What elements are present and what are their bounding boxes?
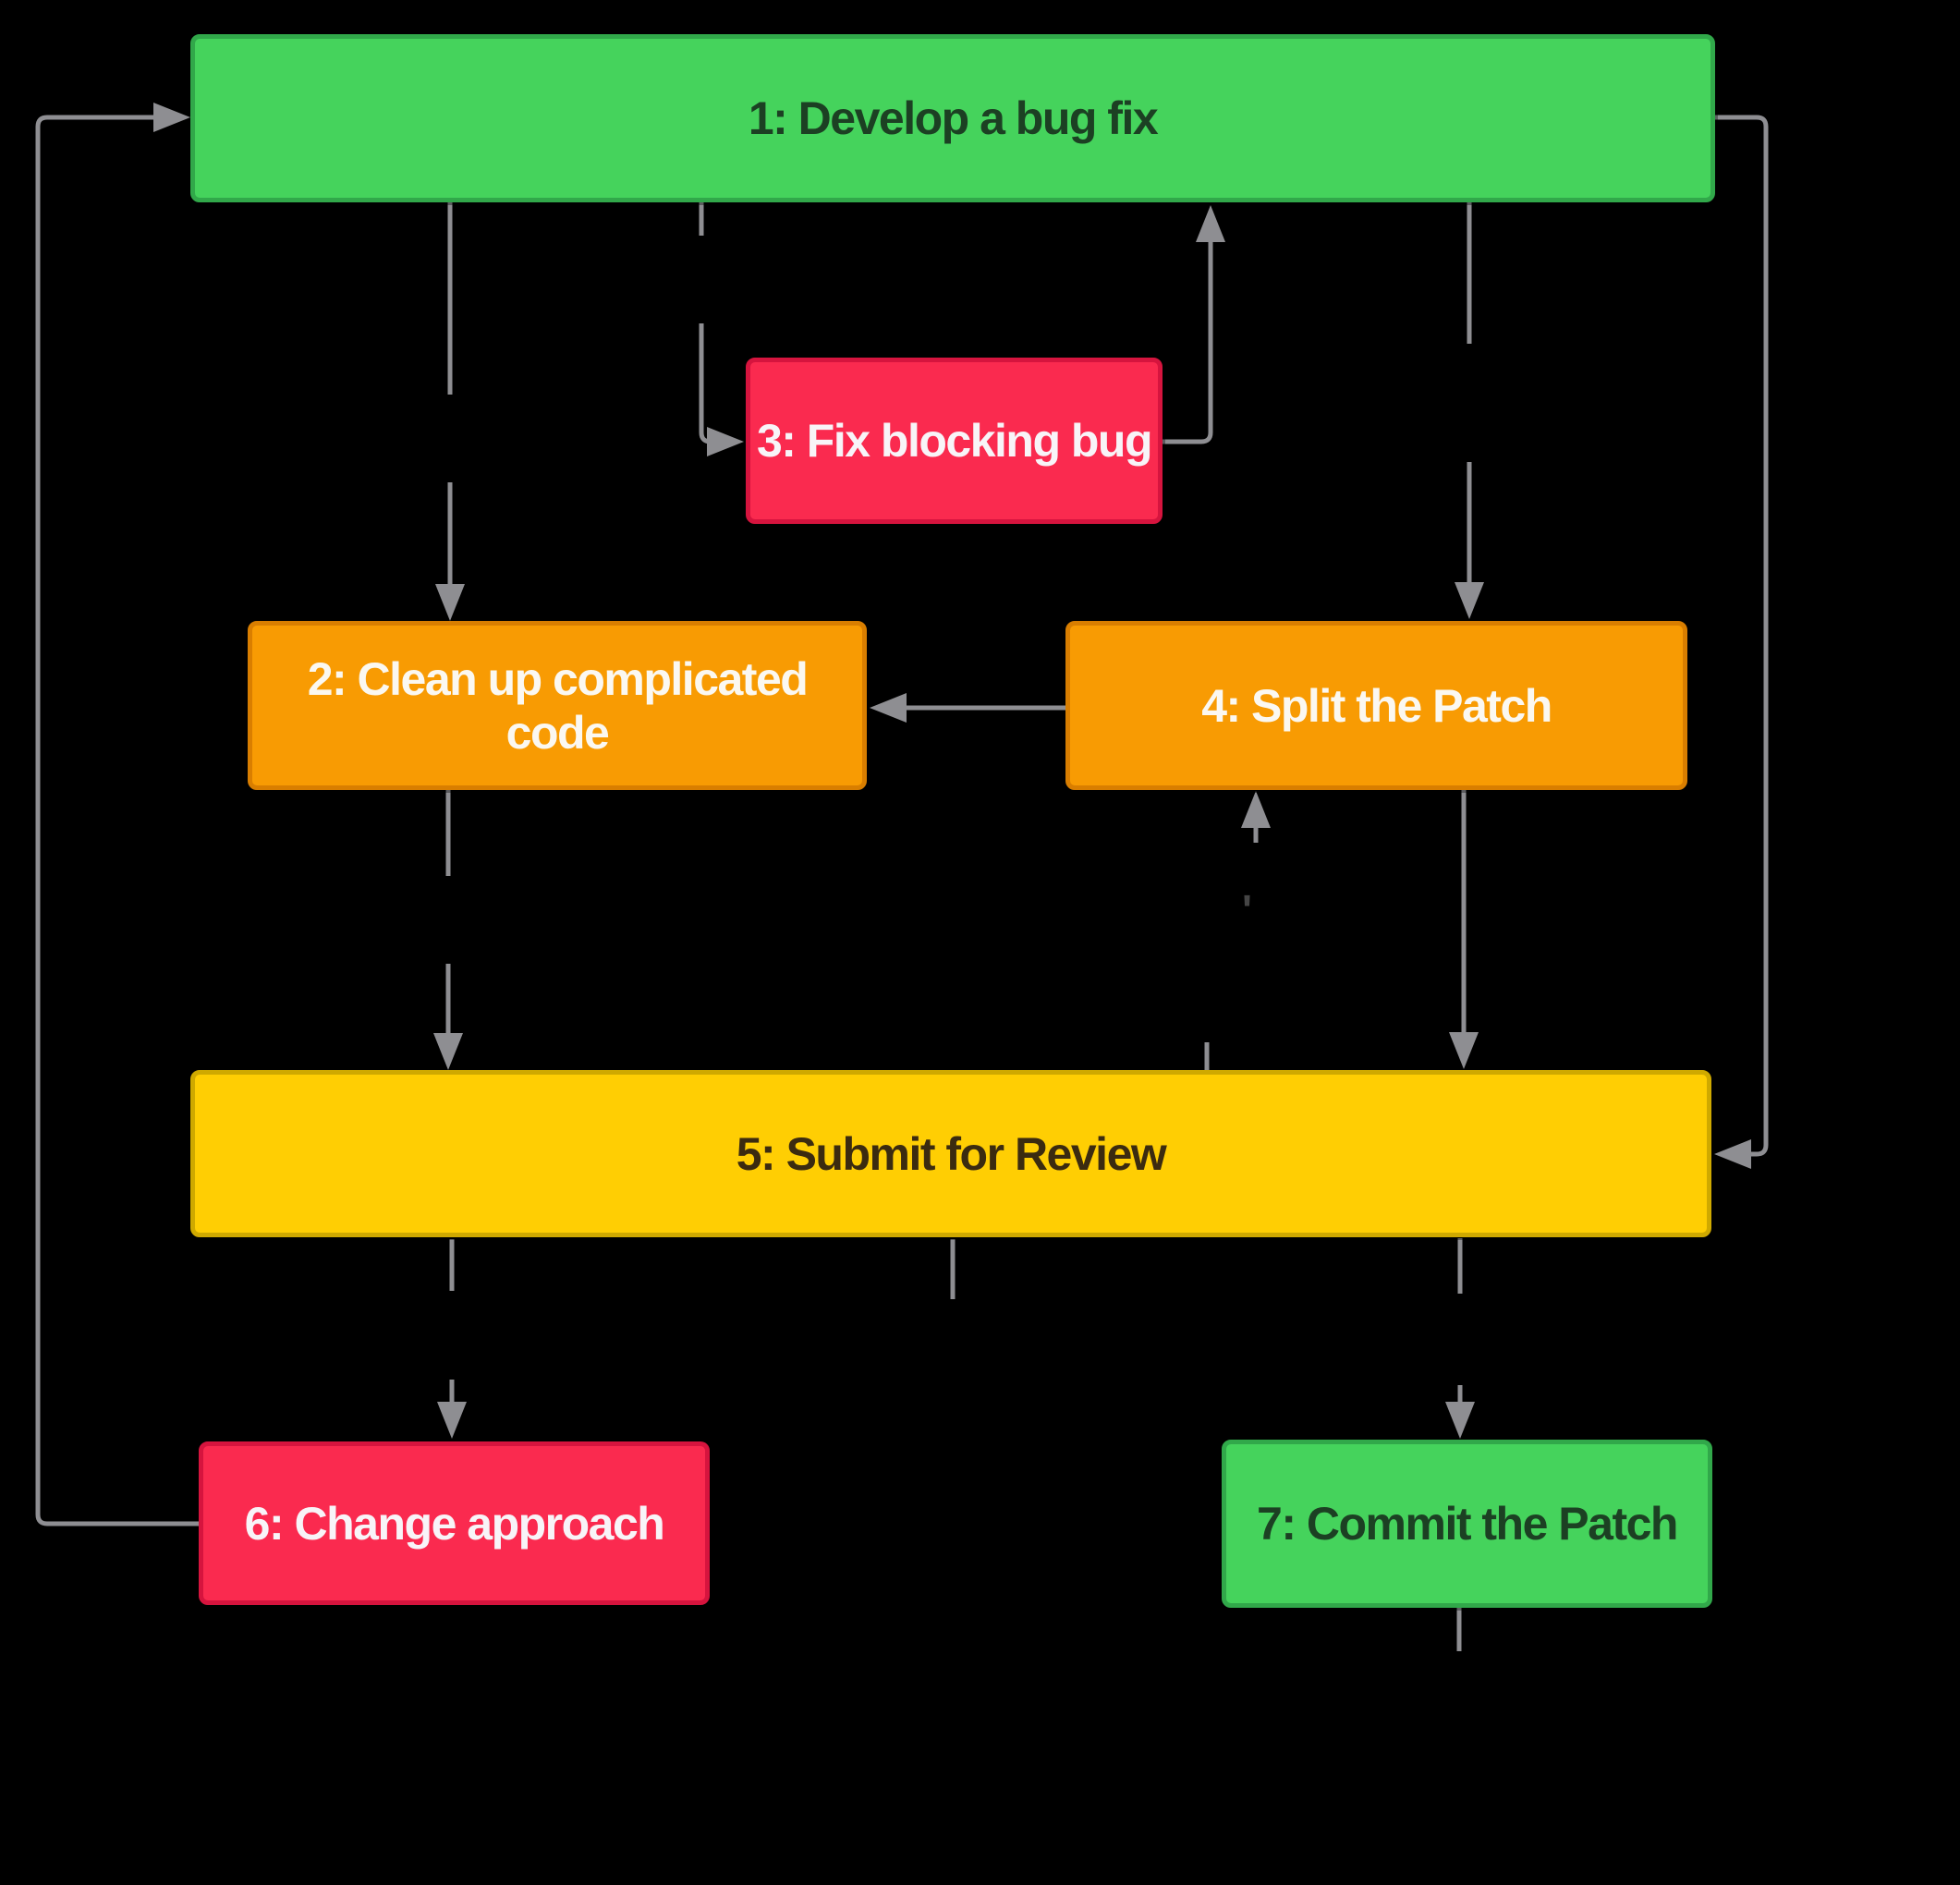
arrowhead (1714, 1139, 1751, 1169)
node-5-submit-for-review: 5: Submit for Review (190, 1070, 1711, 1237)
node-6-change-approach: 6: Change approach (199, 1441, 710, 1605)
node-label: 2: Clean up complicated code (307, 652, 809, 759)
arrowhead (1455, 582, 1484, 619)
node-label: 4: Split the Patch (1201, 679, 1552, 732)
arrowhead (1445, 1402, 1475, 1439)
node-label: 5: Submit for Review (736, 1127, 1167, 1180)
arrowhead (1241, 791, 1271, 828)
node-4-split-the-patch: 4: Split the Patch (1065, 621, 1687, 790)
arrowhead (437, 1402, 467, 1439)
node-1-develop-a-bug-fix: 1: Develop a bug fix (190, 34, 1715, 202)
node-label: 3: Fix blocking bug (756, 415, 1153, 467)
arrowhead (1196, 205, 1225, 242)
faint-edge-label-artifact: ' (1242, 886, 1252, 934)
edge-3-to-1 (1163, 205, 1225, 444)
edge-5-to-7 (1445, 1238, 1475, 1439)
node-2-clean-up-complicated-code: 2: Clean up complicated code (248, 621, 867, 790)
arrowhead (870, 693, 907, 723)
node-7-commit-the-patch: 7: Commit the Patch (1222, 1440, 1712, 1608)
edge-2-to-5 (433, 790, 463, 1070)
edge-1-to-2 (435, 202, 465, 621)
edge-5-to-4 (1204, 791, 1271, 1070)
arrowhead (433, 1033, 463, 1070)
edge-5-to-6 (437, 1239, 467, 1439)
node-label: 6: Change approach (244, 1497, 665, 1550)
edge-1-to-3 (699, 202, 744, 456)
node-label: 7: Commit the Patch (1257, 1498, 1678, 1550)
node-label: 1: Develop a bug fix (748, 92, 1159, 144)
edge-4-to-5 (1449, 790, 1479, 1069)
arrowhead (435, 584, 465, 621)
edge-1-to-5 (1714, 115, 1769, 1169)
edge-4-to-2 (870, 693, 1065, 723)
arrowhead (707, 427, 744, 456)
arrowhead (153, 103, 190, 132)
node-3-fix-blocking-bug: 3: Fix blocking bug (746, 358, 1163, 524)
edge-1-to-4 (1455, 202, 1484, 619)
arrowhead (1449, 1032, 1479, 1069)
edge-6-to-1 (35, 103, 199, 1526)
